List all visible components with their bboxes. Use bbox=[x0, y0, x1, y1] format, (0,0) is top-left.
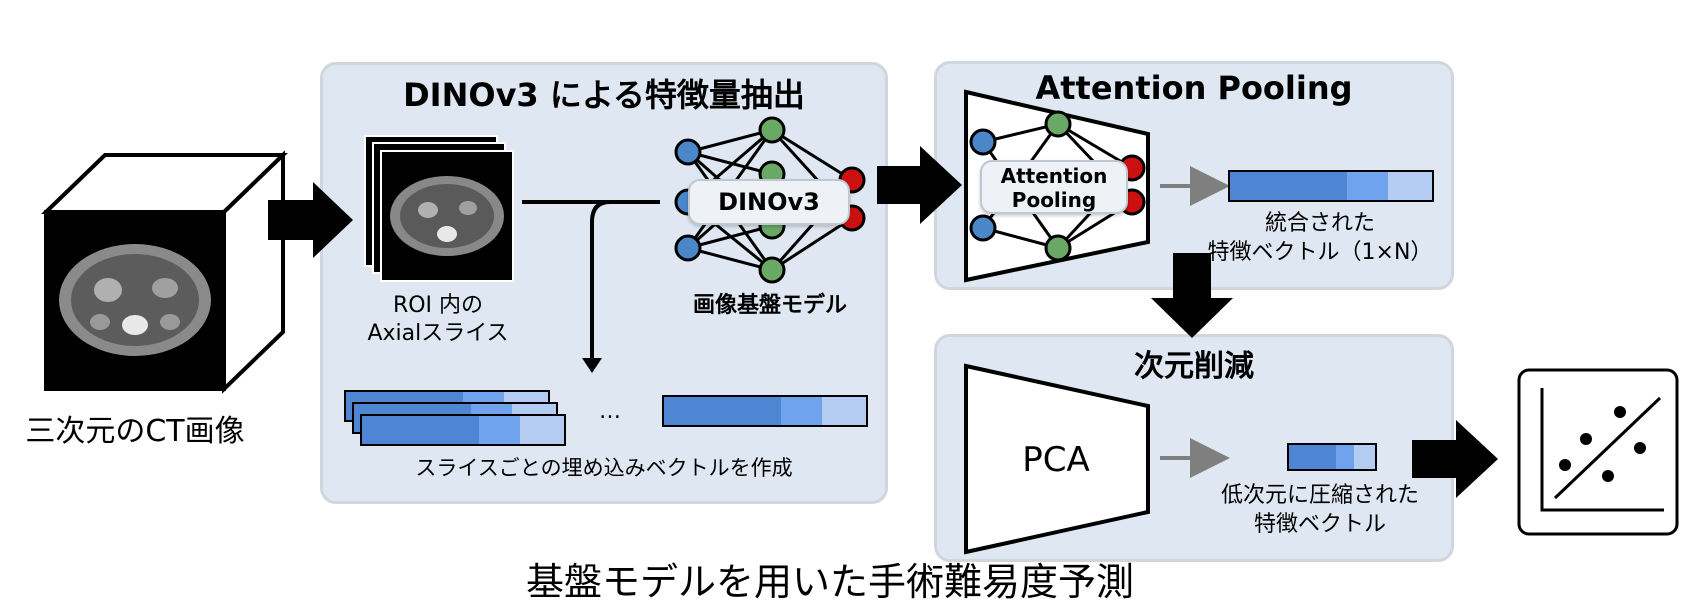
compressed-vector-label-line1: 低次元に圧縮された bbox=[1220, 483, 1419, 508]
main-title: 基盤モデルを用いた手術難易度予測 bbox=[525, 560, 1134, 604]
ct-cube-icon bbox=[41, 150, 288, 394]
integrated-vector-label-line2: 特徴ベクトル（1×N） bbox=[1207, 240, 1433, 265]
arrow-icon bbox=[1151, 253, 1233, 338]
compressed-vector-label-line2: 特徴ベクトル bbox=[1253, 512, 1386, 537]
slice-embedding-bar bbox=[360, 414, 566, 446]
slice-embeddings-label: スライスごとの埋め込みベクトルを作成 bbox=[415, 456, 793, 480]
integrated-feature-bar bbox=[1228, 170, 1434, 202]
reduction-panel-title: 次元削減 bbox=[1134, 349, 1254, 384]
integrated-vector-label-line1: 統合された bbox=[1264, 211, 1375, 236]
ct-image-label: 三次元のCT画像 bbox=[25, 414, 245, 449]
arrow-icon bbox=[1412, 420, 1498, 498]
dino-panel-title: DINOv3 による特徴量抽出 bbox=[403, 76, 805, 114]
scatter-plot-icon bbox=[1517, 368, 1679, 536]
arrow-icon bbox=[268, 182, 353, 258]
pca-trapezoid bbox=[964, 363, 1150, 555]
arrow-icon bbox=[877, 146, 962, 224]
embedding-bar bbox=[662, 395, 868, 427]
attention-pooling-line1: Attention bbox=[1000, 164, 1108, 188]
attention-panel-title: Attention Pooling bbox=[1035, 69, 1353, 107]
attention-pooling-pill: Attention Pooling bbox=[980, 160, 1128, 214]
attention-pooling-line2: Pooling bbox=[1011, 188, 1097, 212]
compressed-feature-bar bbox=[1287, 443, 1377, 471]
dino-model-pill: DINOv3 bbox=[688, 179, 850, 225]
foundation-model-label: 画像基盤モデル bbox=[692, 293, 847, 318]
slice-stack-icon bbox=[364, 135, 514, 282]
pca-label: PCA bbox=[1022, 440, 1090, 480]
roi-label-line1: ROI 内の bbox=[392, 293, 484, 318]
ellipsis: … bbox=[599, 399, 621, 424]
roi-label-line2: Axialスライス bbox=[367, 321, 509, 346]
